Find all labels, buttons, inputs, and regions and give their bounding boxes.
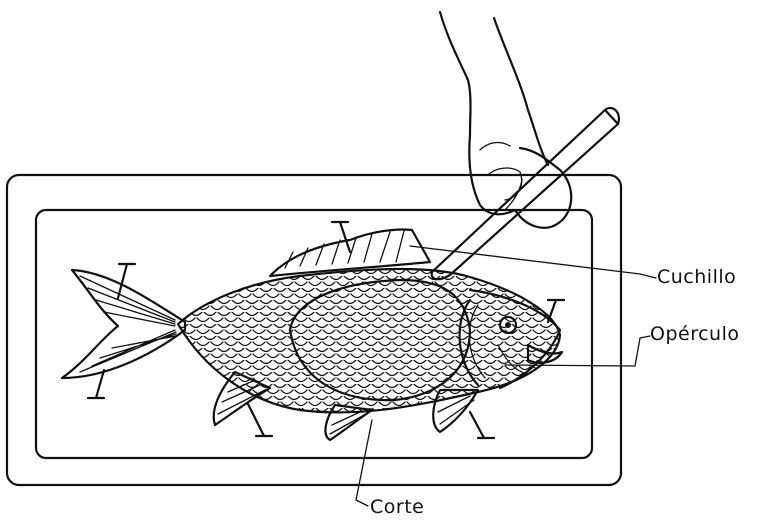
pin-pectoral (470, 412, 494, 438)
label-operculum: Opérculo (650, 323, 740, 345)
pin-tail-top (118, 264, 135, 298)
label-cut: Corte (370, 496, 424, 518)
pin-pelvic (248, 404, 272, 436)
cut-leader (356, 420, 372, 506)
fish-body (170, 260, 570, 425)
hand (440, 12, 571, 228)
label-knife: Cuchillo (657, 266, 736, 288)
pin-dorsal (332, 222, 350, 252)
tail-fin (62, 270, 185, 378)
knife (432, 108, 619, 279)
